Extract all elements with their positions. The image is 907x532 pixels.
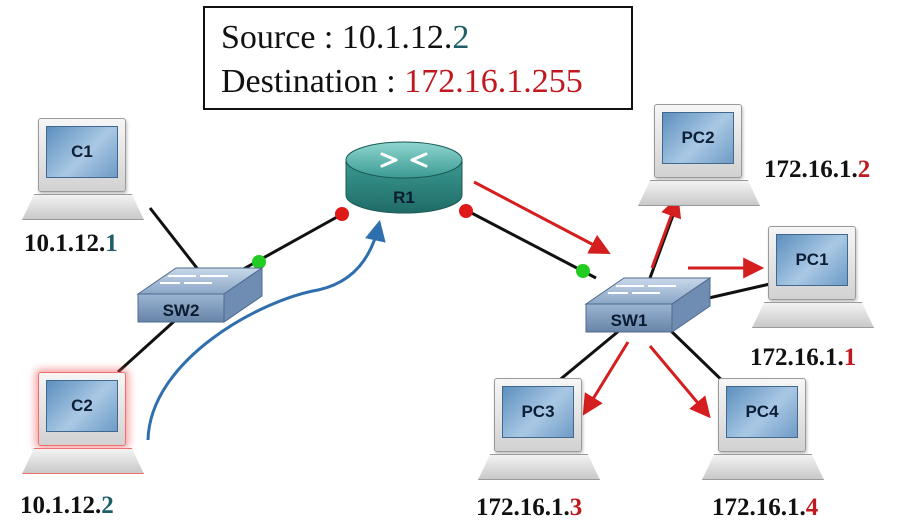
router-icon[interactable]: R1	[345, 141, 463, 214]
c2-ip-host: 2	[101, 492, 114, 519]
computer-icon-pc1[interactable]: PC1	[748, 226, 878, 336]
link-c1-sw2	[148, 207, 202, 273]
source-ip-host: 2	[452, 19, 470, 56]
source-label: Source :	[221, 19, 342, 56]
pc2-label: PC2	[662, 112, 734, 164]
arrow-sw1-to-pc3	[582, 341, 630, 416]
pc4-ip-host: 4	[805, 494, 819, 521]
link-c2-sw2	[116, 314, 182, 374]
c1-ip-host: 1	[105, 230, 118, 257]
link-sw1-pc1	[699, 282, 771, 302]
pc2-ip-prefix: 172.16.1.	[764, 156, 858, 183]
source-ip-prefix: 10.1.12.	[341, 19, 453, 56]
computer-icon-c2[interactable]: C2	[18, 372, 148, 482]
port-r1-right	[459, 204, 473, 218]
pc3-ip: 172.16.1.3	[476, 494, 582, 522]
pc2-ip: 172.16.1.2	[764, 156, 870, 184]
port-r1-left	[335, 207, 349, 221]
port-sw1-r1	[576, 264, 590, 278]
computer-icon-pc3[interactable]: PC3	[474, 378, 604, 488]
pc1-ip: 172.16.1.1	[750, 344, 856, 372]
pc1-ip-prefix: 172.16.1.	[750, 344, 844, 371]
router-label: R1	[393, 188, 415, 207]
pc3-ip-host: 3	[569, 494, 583, 521]
pc3-label: PC3	[502, 386, 574, 438]
switch-sw1-label: SW1	[611, 311, 648, 330]
c2-label: C2	[46, 380, 118, 432]
link-r1-sw1	[461, 206, 597, 280]
port-sw2-r1	[252, 255, 266, 269]
computer-icon-pc2[interactable]: PC2	[634, 104, 764, 214]
pc1-label: PC1	[776, 234, 848, 286]
c1-ip: 10.1.12.1	[24, 230, 118, 258]
broadcast-arrows	[473, 180, 765, 419]
c1-ip-prefix: 10.1.12.	[24, 230, 106, 257]
switch-sw2-label: SW2	[163, 301, 200, 320]
source-row: Source : 10.1.12.2	[221, 16, 631, 60]
switch-icon-sw2[interactable]: SW2	[136, 267, 264, 323]
c2-ip-prefix: 10.1.12.	[20, 492, 102, 519]
arrow-r1-to-sw1	[473, 180, 611, 254]
pc4-ip: 172.16.1.4	[712, 494, 818, 522]
pc2-ip-host: 2	[857, 156, 871, 183]
destination-label: Destination :	[221, 63, 405, 100]
c1-label: C1	[46, 126, 118, 178]
arrow-sw1-to-pc2	[650, 196, 682, 269]
destination-ip: 172.16.1.255	[404, 63, 583, 100]
arrow-c2-to-r1	[146, 219, 386, 441]
pc1-ip-host: 1	[843, 344, 857, 371]
computer-icon-pc4[interactable]: PC4	[698, 378, 828, 488]
c2-ip: 10.1.12.2	[20, 492, 114, 520]
switch-icon-sw1[interactable]: SW1	[584, 277, 712, 333]
arrow-sw1-to-pc4	[648, 345, 711, 419]
info-box: Source : 10.1.12.2 Destination : 172.16.…	[203, 6, 633, 110]
pc4-label: PC4	[726, 386, 798, 438]
pc4-ip-prefix: 172.16.1.	[712, 494, 806, 521]
destination-row: Destination : 172.16.1.255	[221, 60, 631, 104]
computer-icon-c1[interactable]: C1	[18, 118, 148, 228]
pc3-ip-prefix: 172.16.1.	[476, 494, 570, 521]
